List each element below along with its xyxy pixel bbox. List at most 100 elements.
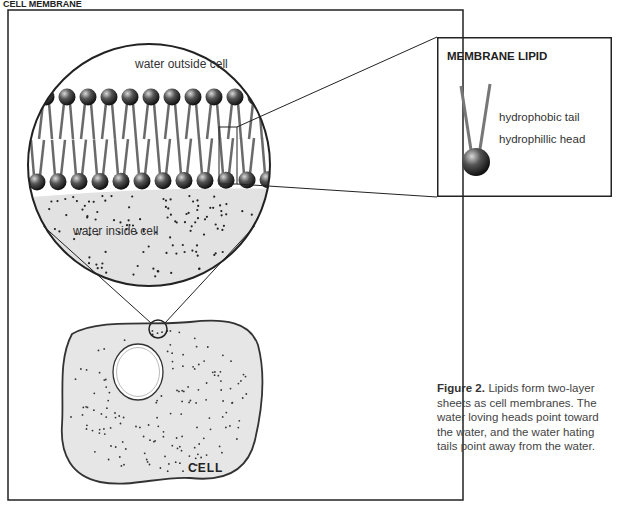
- cell-dot: [86, 369, 88, 371]
- cell-dot: [124, 339, 126, 341]
- cell-dot: [188, 402, 190, 404]
- cell-dot: [220, 389, 222, 391]
- molecule-dot: [223, 225, 225, 227]
- cell-dot: [143, 436, 145, 438]
- cell-dot: [175, 461, 177, 463]
- cell-dot: [156, 400, 158, 402]
- lipid-tail: [208, 138, 212, 174]
- nucleus: [113, 344, 163, 400]
- cell-dot: [115, 417, 117, 419]
- molecule-dot: [184, 251, 186, 253]
- cell-dot: [109, 392, 111, 394]
- cell-dot: [176, 390, 178, 392]
- cell-dot: [164, 456, 166, 458]
- lipid-tail: [102, 103, 106, 139]
- molecule-dot: [73, 238, 75, 240]
- cell-dot: [194, 447, 196, 449]
- magnified-view-outline: [27, 43, 271, 287]
- cell-dot: [93, 409, 95, 411]
- cell-dot: [187, 386, 189, 388]
- lipid-tail: [136, 139, 139, 175]
- lipid-tail: [270, 103, 274, 139]
- lipid-tail: [124, 139, 128, 175]
- lipid-tail: [61, 140, 65, 176]
- molecule-dot: [175, 253, 177, 255]
- cell-dot: [225, 412, 227, 414]
- molecule-dot: [198, 268, 200, 270]
- lipid-tail: [283, 138, 286, 174]
- lipid-head: [113, 173, 130, 190]
- molecule-dot: [170, 198, 172, 200]
- cell-dot: [92, 430, 94, 432]
- cell-dot: [168, 463, 170, 465]
- lipid-head: [176, 172, 193, 189]
- lipid-tail: [175, 103, 178, 139]
- cell-dot: [245, 393, 247, 395]
- molecule-dot: [215, 252, 217, 254]
- cell-dot: [180, 413, 182, 415]
- cell-dot: [194, 368, 196, 370]
- molecule-dot: [191, 250, 193, 252]
- cell-dot: [94, 451, 96, 453]
- molecule-dot: [169, 236, 171, 238]
- cell-dot: [172, 361, 174, 363]
- nucleus-inner: [117, 348, 160, 397]
- molecule-dots: [48, 195, 253, 277]
- node-text: water inside cell: [73, 224, 193, 238]
- cell-dot: [243, 374, 245, 376]
- cell-dot: [222, 354, 224, 356]
- lipid-tail: [31, 140, 34, 176]
- molecule-dot: [128, 206, 130, 208]
- molecule-dot: [162, 198, 164, 200]
- cell-dot: [114, 412, 116, 414]
- cell-outline: CELL: [58, 318, 268, 488]
- cell-dot: [200, 457, 202, 459]
- molecule-dot: [176, 221, 178, 223]
- lipid-tail: [292, 138, 296, 174]
- lipid-symbol: [461, 84, 490, 176]
- cell-dot: [214, 371, 216, 373]
- molecule-dot: [225, 203, 227, 205]
- cell-dot: [119, 456, 121, 458]
- molecule-dot: [194, 221, 196, 223]
- molecule-dot: [50, 200, 52, 202]
- lipid-head: [101, 89, 118, 106]
- molecule-dot: [165, 206, 167, 208]
- lipid-tail: [154, 103, 157, 139]
- molecule-dot: [58, 230, 60, 232]
- lipid-tail: [52, 140, 55, 176]
- molecule-dot: [104, 200, 106, 202]
- molecule-dot: [157, 270, 159, 272]
- molecule-dot: [95, 264, 97, 266]
- cell-dot: [207, 346, 209, 348]
- molecule-dot: [84, 205, 86, 207]
- cell-dot: [82, 407, 84, 409]
- cell-dots: [70, 330, 247, 472]
- molecule-dot: [137, 265, 139, 267]
- molecule-dot: [182, 244, 184, 246]
- cell-dot: [179, 446, 181, 448]
- cell-dot: [230, 388, 232, 390]
- lipid-tail: [103, 139, 107, 175]
- lipid-head: [59, 89, 76, 106]
- cell-dot: [198, 364, 200, 366]
- cell-dot: [75, 378, 77, 380]
- cell-dot: [157, 332, 159, 334]
- lipid-tail: [229, 138, 233, 174]
- molecule-dot: [167, 216, 169, 218]
- lipid-head: [155, 172, 172, 189]
- cell-dot: [103, 428, 105, 430]
- molecule-dot: [93, 201, 95, 203]
- lipid-tail: [238, 103, 241, 139]
- cell-dot: [225, 427, 227, 429]
- molecule-dot: [203, 234, 205, 236]
- molecule-dot: [110, 195, 112, 197]
- molecule-dot: [101, 267, 103, 269]
- cell-dot: [163, 436, 165, 438]
- molecule-dot: [225, 213, 227, 215]
- molecule-dot: [101, 262, 103, 264]
- molecule-dot: [131, 195, 133, 197]
- cell-dot: [104, 433, 106, 435]
- lipid-tail: [271, 138, 275, 174]
- cell-dot: [106, 407, 108, 409]
